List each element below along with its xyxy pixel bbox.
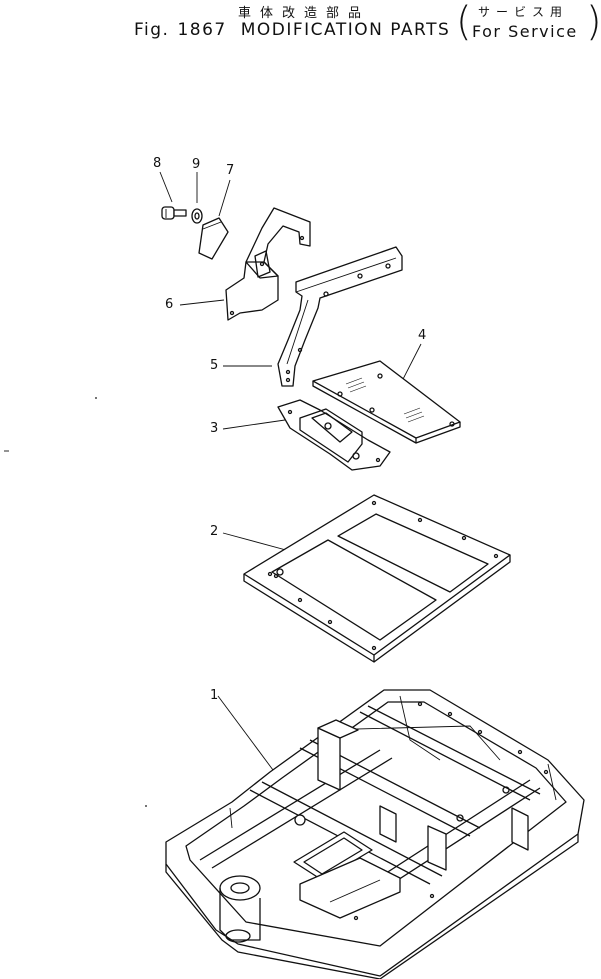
part-3-console bbox=[277, 399, 391, 471]
callout-6: 6 bbox=[165, 297, 174, 312]
callout-1: 1 bbox=[210, 688, 219, 703]
service-en: For Service bbox=[472, 22, 578, 41]
part-6-bracket bbox=[225, 207, 311, 321]
fig-number: 1867 bbox=[177, 20, 227, 40]
service-jp: サービス用 bbox=[478, 5, 569, 19]
callout-9: 9 bbox=[192, 157, 201, 172]
part-9-washer bbox=[191, 208, 203, 224]
speck-mark bbox=[145, 805, 147, 807]
service-note: ( サービス用 For Service ) bbox=[456, 0, 601, 46]
diagram-header: 車体改造部品 Fig. 1867 MODIFICATION PARTS ( サービス… bbox=[0, 0, 601, 50]
part-7-plate bbox=[198, 217, 229, 260]
title-text: MODIFICATION PARTS bbox=[240, 20, 451, 40]
callout-2: 2 bbox=[210, 524, 219, 539]
speck-mark bbox=[95, 397, 97, 399]
part-1-main-frame bbox=[165, 689, 585, 979]
part-5-arm bbox=[277, 246, 403, 387]
callout-5: 5 bbox=[210, 358, 219, 373]
part-4-cover-plate bbox=[312, 360, 461, 444]
callout-8: 8 bbox=[153, 156, 162, 171]
japanese-title: 車体改造部品 bbox=[238, 6, 371, 21]
close-paren-glyph: ) bbox=[586, 0, 601, 45]
part-2-base-plate bbox=[243, 494, 511, 663]
fig-label: Fig. bbox=[134, 20, 170, 40]
figure-title: Fig. 1867 MODIFICATION PARTS bbox=[134, 20, 450, 40]
callout-4: 4 bbox=[418, 328, 427, 343]
part-8-bolt bbox=[161, 206, 187, 220]
open-paren-glyph: ( bbox=[456, 0, 472, 45]
callout-3: 3 bbox=[210, 421, 219, 436]
callout-7: 7 bbox=[226, 163, 235, 178]
